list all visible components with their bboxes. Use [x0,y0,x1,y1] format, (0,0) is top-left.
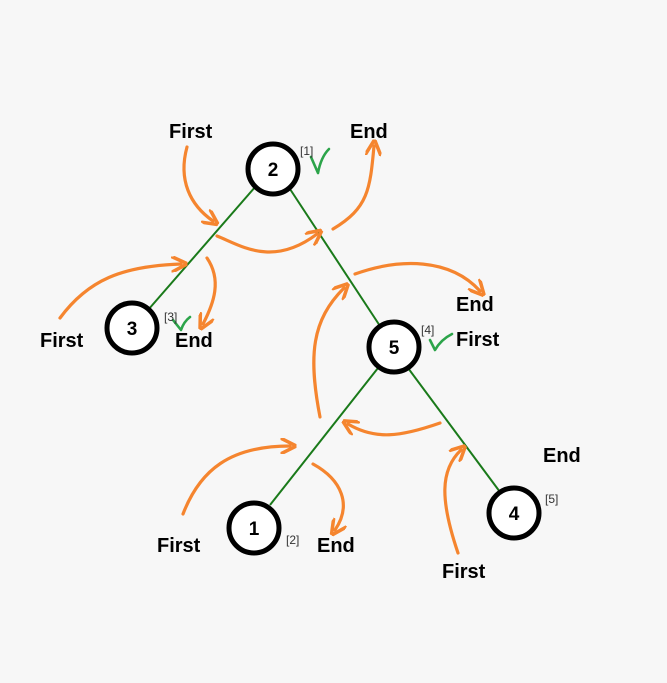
check-icon [171,315,192,332]
node-4[interactable]: 4 [486,485,542,541]
visit-order-node-5: [4] [421,323,435,337]
label-end-node-3: End [175,330,213,352]
tree-edges [147,185,501,506]
node-label: 4 [509,504,520,525]
arrow-3-to-end [203,256,217,324]
node-2[interactable]: 2 [245,141,301,197]
node-1[interactable]: 1 [226,500,282,556]
edge-5-4 [407,367,501,493]
label-end-node-4: End [543,445,581,467]
label-first-node-1: First [157,535,201,557]
check-icon [309,147,331,175]
check-icon [428,332,454,352]
label-end-node-5: End [456,294,494,316]
arrow-node5-end [353,261,480,291]
arrow-first-into-3 [58,264,181,320]
node-label: 3 [127,319,138,340]
label-end-node-1: End [317,535,355,557]
node-label: 5 [389,338,400,359]
arrow-first-into-2 [182,145,213,221]
arrow-4-back-to-5 [348,423,442,437]
node-label: 1 [249,519,260,540]
arrow-2-down-to-3 [215,234,317,254]
edge-2-5 [287,185,381,327]
label-end-node-2: End [350,121,388,143]
arrow-first-into-4 [443,450,461,555]
node-label: 2 [268,160,279,181]
node-5[interactable]: 5 [366,319,422,375]
label-first-node-3: First [40,330,84,352]
arrow-first-into-1 [181,446,290,516]
visit-order-node-2: [1] [300,144,314,158]
traversal-arrows [58,145,480,555]
label-first-node-5: First [456,329,500,351]
arrow-node2-end [331,146,374,231]
label-first-node-4: First [442,561,486,583]
visit-order-node-4: [5] [545,492,559,506]
tree-nodes: 2 3 5 1 4 [104,141,542,556]
visit-order-node-1: [2] [286,533,300,547]
label-first-node-2: First [169,121,213,143]
edge-5-1 [269,367,379,506]
visit-order-node-3: [3] [164,310,178,324]
edge-2-3 [147,185,257,311]
node-3[interactable]: 3 [104,300,160,356]
arrow-up-from-5 [312,288,344,419]
arrow-1-to-end [311,462,343,530]
check-marks [171,147,454,352]
